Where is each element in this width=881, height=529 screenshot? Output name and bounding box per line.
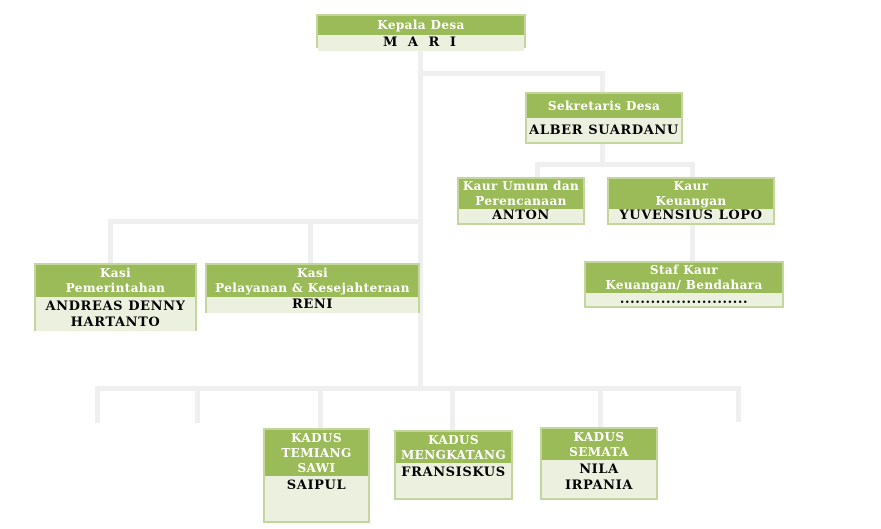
role-title: Pemerintahan (65, 281, 166, 295)
role-title: TEMIANG (281, 445, 352, 460)
person-name: SAIPUL (286, 478, 347, 493)
connector-sekretaris-drop (600, 71, 605, 92)
connector-top-horizontal (418, 71, 605, 76)
person-name: FRANSISKUS (401, 465, 506, 480)
org-node-kepala-desa-header: Kepala Desa (318, 16, 524, 35)
role-title: Keuangan/ Bendahara (605, 278, 763, 292)
person-name: ANDREAS DENNY (45, 299, 186, 314)
role-title: Pelayanan & Kesejahteraan (215, 281, 410, 295)
role-title: Kasi (296, 266, 329, 280)
connector-kadus-semata-drop (598, 386, 603, 427)
org-node-kadus-temiang-sawi: KADUS TEMIANG SAWI SAIPUL (263, 428, 370, 523)
role-title: SAWI (297, 460, 336, 475)
org-node-kadus-temiang-sawi-header: KADUS TEMIANG SAWI (265, 430, 368, 476)
org-node-kadus-mengkatang-body: FRANSISKUS (396, 463, 511, 498)
org-node-kepala-desa: Kepala Desa M A R I (316, 14, 526, 51)
role-title: Kaur Umum dan (462, 179, 580, 193)
org-node-kadus-mengkatang-header: KADUS MENGKATANG (396, 432, 511, 463)
org-node-sekretaris-desa-body: ALBER SUARDANU (527, 118, 681, 142)
connector-bottom-rail (95, 386, 741, 391)
role-title: KADUS (291, 430, 342, 445)
role-title: Staf Kaur (649, 263, 719, 277)
org-node-kasi-pelayanan-header: Kasi Pelayanan & Kesejahteraan (207, 265, 418, 297)
org-node-kadus-temiang-sawi-body: SAIPUL (265, 476, 368, 521)
org-node-kasi-pemerintahan: Kasi Pemerintahan ANDREAS DENNY HARTANTO (34, 263, 197, 331)
connector-kadus-mengkatang-drop (450, 386, 455, 430)
role-title: Kasi (99, 266, 132, 280)
role-title: KADUS (428, 432, 479, 447)
org-node-kasi-pemerintahan-header: Kasi Pemerintahan (36, 265, 195, 297)
org-node-kadus-semata: KADUS SEMATA NILA IRPANIA (540, 427, 658, 500)
org-node-kaur-umum-body: ANTON (459, 209, 583, 223)
person-name: RENI (291, 297, 334, 312)
org-node-kaur-umum-header: Kaur Umum dan Perencanaan (459, 179, 583, 209)
connector-kasi-rail (108, 219, 423, 224)
org-node-kasi-pelayanan: Kasi Pelayanan & Kesejahteraan RENI (205, 263, 420, 313)
org-node-kaur-keuangan-header: Kaur Keuangan (609, 179, 773, 209)
connector-staf-kaur-stem (690, 225, 695, 261)
person-name-placeholder: ......................... (619, 292, 749, 307)
org-node-staf-kaur-body: ......................... (586, 293, 782, 306)
person-name: ALBER SUARDANU (529, 123, 679, 138)
person-name: HARTANTO (70, 315, 161, 330)
org-node-staf-kaur: Staf Kaur Keuangan/ Bendahara ..........… (584, 261, 784, 308)
connector-kasi-pelayanan-drop (308, 219, 313, 263)
connector-kaur-rail (535, 162, 695, 167)
role-title: Sekretaris Desa (547, 98, 661, 113)
org-node-kadus-mengkatang: KADUS MENGKATANG FRANSISKUS (394, 430, 513, 500)
org-node-sekretaris-desa-header: Sekretaris Desa (527, 94, 681, 118)
role-title: Keuangan (655, 194, 727, 208)
connector-kaur-keuangan-drop (690, 162, 695, 177)
org-node-kaur-umum: Kaur Umum dan Perencanaan ANTON (457, 177, 585, 225)
person-name: M A R I (383, 35, 459, 50)
org-node-sekretaris-desa: Sekretaris Desa ALBER SUARDANU (525, 92, 683, 144)
org-node-kasi-pelayanan-body: RENI (207, 297, 418, 313)
role-title: MENGKATANG (400, 447, 507, 462)
role-title: Kepala Desa (377, 18, 465, 32)
org-node-kaur-keuangan-body: YUVENSIUS LOPO (609, 209, 773, 223)
person-name: NILA (579, 462, 619, 477)
role-title: SEMATA (569, 444, 629, 459)
org-node-kadus-semata-header: KADUS SEMATA (542, 429, 656, 460)
connector-kaur-umum-drop (535, 162, 540, 177)
role-title: Kaur (673, 179, 709, 193)
connector-kadus-temiang-drop (318, 386, 323, 428)
role-title: Perencanaan (475, 194, 567, 208)
org-node-kaur-keuangan: Kaur Keuangan YUVENSIUS LOPO (607, 177, 775, 225)
org-node-staf-kaur-header: Staf Kaur Keuangan/ Bendahara (586, 263, 782, 293)
org-node-kadus-semata-body: NILA IRPANIA (542, 460, 656, 498)
connector-sekretaris-stem (600, 144, 605, 167)
connector-bottom-stub-right (736, 386, 741, 422)
person-name: YUVENSIUS LOPO (619, 208, 763, 223)
person-name: ANTON (492, 208, 550, 223)
person-name: IRPANIA (564, 478, 634, 493)
connector-kasi-pemerintahan-drop (108, 219, 113, 263)
org-node-kepala-desa-body: M A R I (318, 35, 524, 51)
connector-bottom-stub-left1 (95, 386, 100, 423)
role-title: KADUS (573, 429, 625, 444)
connector-bottom-stub-left2 (195, 386, 200, 423)
org-node-kasi-pemerintahan-body: ANDREAS DENNY HARTANTO (36, 297, 195, 331)
